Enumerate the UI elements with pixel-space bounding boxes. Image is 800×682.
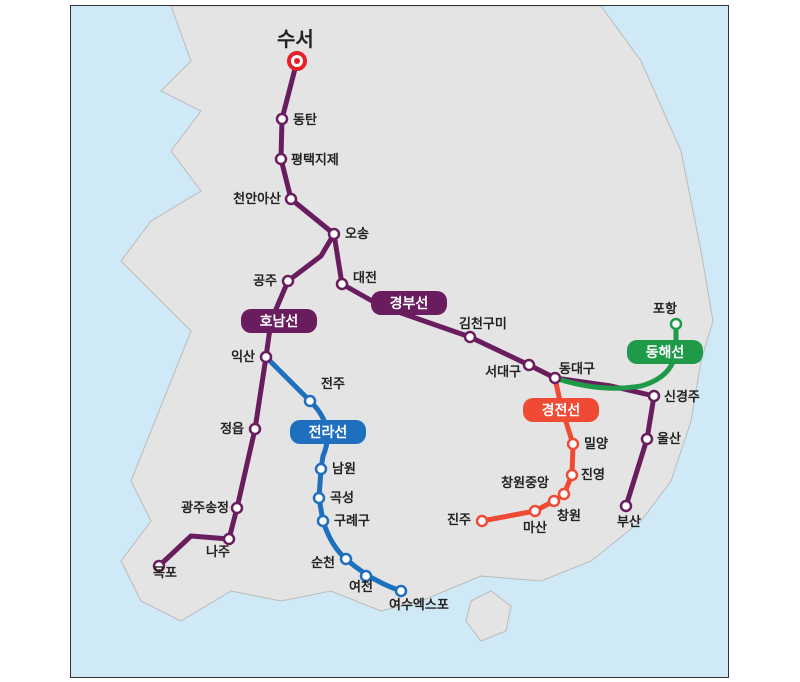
station-marker	[303, 394, 317, 408]
station-label: 나주	[206, 544, 230, 560]
station-label: 서대구	[485, 365, 521, 380]
station-label: 곡성	[330, 491, 354, 506]
line-badge-label: 경부선	[390, 295, 429, 312]
station-label: 여천	[349, 579, 373, 595]
station-label: 순천	[311, 556, 335, 571]
station-label: 진주	[447, 512, 471, 528]
station-label: 여수엑스포	[389, 597, 449, 613]
station-marker	[522, 358, 536, 372]
station-label: 공주	[253, 274, 277, 289]
station-label: 부산	[617, 514, 641, 530]
station-label: 포항	[653, 301, 677, 317]
station-label: 창원	[557, 508, 581, 524]
station-marker	[230, 501, 244, 515]
line-badge-label: 호남선	[260, 313, 299, 330]
station-label: 창원중앙	[501, 475, 549, 491]
station-marker	[475, 514, 489, 528]
station-marker	[339, 552, 353, 566]
station-marker	[274, 152, 288, 166]
station-marker	[463, 330, 477, 344]
station-marker	[281, 274, 295, 288]
station-marker	[547, 494, 561, 508]
station-marker	[284, 192, 298, 206]
station-marker	[259, 350, 273, 364]
line-badge-label: 경전선	[542, 402, 581, 419]
line-badge-jeolla	[290, 420, 366, 444]
station-label: 신경주	[664, 389, 700, 405]
station-marker	[548, 371, 562, 385]
line-badge-label: 전라선	[309, 424, 348, 441]
line-badge-gyeongbu	[371, 291, 447, 315]
station-marker	[669, 317, 683, 331]
station-label: 구례구	[334, 513, 370, 529]
station-label: 마산	[523, 520, 547, 536]
station-marker	[619, 499, 633, 513]
station-label: 밀양	[584, 437, 608, 452]
line-honam-path	[156, 231, 337, 569]
station-label: 목포	[153, 566, 177, 581]
station-marker	[152, 559, 166, 573]
station-label: 익산	[231, 349, 255, 365]
line-badge-label: 동해선	[646, 345, 685, 361]
station-marker	[647, 389, 661, 403]
station-marker	[312, 491, 326, 505]
station-label: 광주송정	[181, 500, 229, 516]
station-marker	[314, 462, 328, 476]
station-marker	[640, 432, 654, 446]
line-badge-gyeongjeon	[523, 398, 599, 422]
station-marker	[275, 112, 289, 126]
origin-label: 수서	[277, 27, 314, 51]
station-marker	[566, 437, 580, 451]
station-label: 오송	[345, 227, 369, 242]
station-marker	[565, 468, 579, 482]
station-label: 울산	[657, 431, 681, 447]
station-label: 천안아산	[233, 191, 281, 207]
station-marker	[222, 532, 236, 546]
station-marker	[248, 422, 262, 436]
station-marker	[394, 584, 408, 598]
line-badge-donghae	[627, 340, 703, 364]
station-label: 남원	[332, 461, 356, 477]
station-marker	[316, 514, 330, 528]
station-label: 정읍	[220, 421, 244, 437]
station-label: 전주	[321, 376, 345, 392]
island-jeju	[465, 590, 512, 642]
station-marker	[327, 227, 341, 241]
station-label: 동대구	[559, 362, 595, 377]
station-label: 동탄	[293, 112, 317, 128]
line-badge-honam	[241, 309, 317, 333]
station-marker	[557, 487, 571, 501]
station-label: 평택지제	[291, 152, 339, 168]
station-marker	[335, 277, 349, 291]
origin-dot	[294, 58, 300, 64]
station-label: 진영	[581, 467, 605, 483]
station-label: 김천구미	[459, 316, 507, 332]
line-gyeongbu-path	[278, 58, 657, 509]
station-label: 대전	[353, 270, 377, 286]
station-marker	[359, 569, 373, 583]
station-marker	[528, 504, 542, 518]
